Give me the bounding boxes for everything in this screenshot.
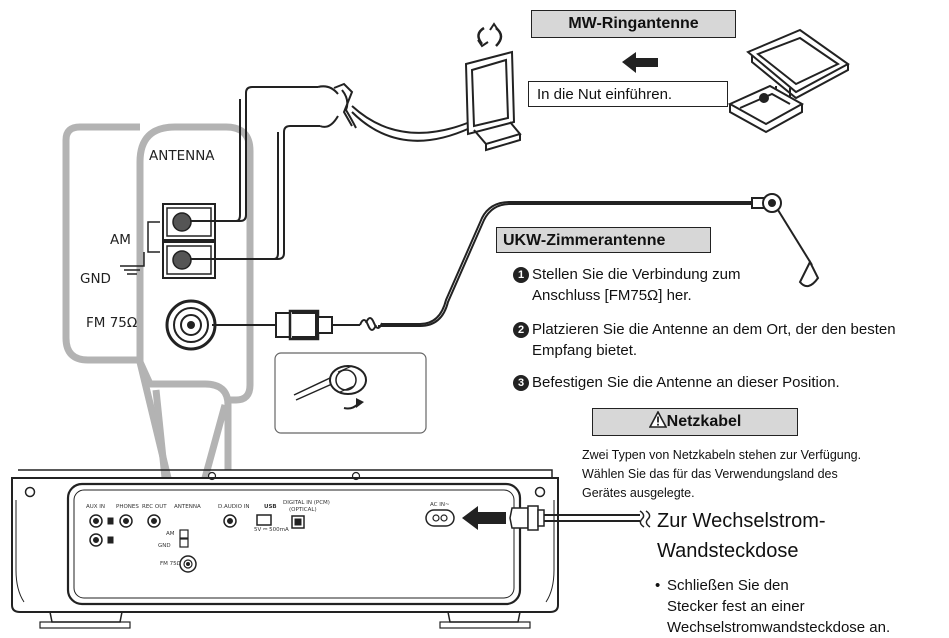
rotate-arrows-icon xyxy=(477,22,503,48)
rear-ac-in-label: AC IN~ xyxy=(430,502,450,508)
zoom-callout xyxy=(62,123,254,479)
rear-fm-label: FM 75Ω xyxy=(160,561,181,567)
panel-fm-label: FM 75Ω xyxy=(86,315,138,331)
rear-d-audio-in-label: D.AUDIO IN xyxy=(218,504,250,510)
ukw-antenna-title: UKW-Zimmerantenne xyxy=(496,227,711,253)
power-desc-line: Gerätes ausgelegte. xyxy=(582,486,695,500)
panel-am-label: AM xyxy=(110,232,131,248)
am-loop-antenna-large xyxy=(727,28,850,134)
power-description: Zwei Typen von Netzkabeln stehen zur Ver… xyxy=(582,446,861,503)
rear-gnd-label: GND xyxy=(158,543,171,549)
power-desc-line: Zwei Typen von Netzkabeln stehen zur Ver… xyxy=(582,448,862,462)
panel-antenna-label: ANTENNA xyxy=(149,148,215,164)
power-desc-line: Wählen Sie das für das Verwendungsland d… xyxy=(582,467,838,481)
step-text: Empfang bietet. xyxy=(532,342,638,359)
step-text: Befestigen Sie die Antenne an dieser Pos… xyxy=(532,374,840,391)
twist-inset xyxy=(274,352,427,434)
am-wires xyxy=(190,82,471,260)
power-cable xyxy=(462,505,651,531)
outlet-label: Zur Wechselstrom- Wandsteckdose xyxy=(657,506,826,566)
rear-usb-rating: 5V ⎓ 500mA xyxy=(254,527,289,533)
rear-antenna-label: ANTENNA xyxy=(174,504,201,510)
note-line: Schließen Sie den xyxy=(667,577,789,594)
rear-rec-out-label: REC OUT xyxy=(142,504,167,510)
callout-stems xyxy=(152,389,229,479)
rear-jacks xyxy=(89,509,455,573)
panel-gnd-label: GND xyxy=(80,271,111,287)
note-line: Wechselstromwandsteckdose an. xyxy=(667,619,891,636)
fm-jack xyxy=(165,299,217,351)
warning-triangle-icon xyxy=(648,410,667,428)
unit-rear xyxy=(11,469,559,629)
note-line: Stecker fest an einer xyxy=(667,598,805,615)
step-text: Stellen Sie die Verbindung zum xyxy=(532,266,741,283)
step-text: Platzieren Sie die Antenne an dem Ort, d… xyxy=(532,321,896,338)
twist-arrow-icon xyxy=(343,398,364,410)
outlet-line: Zur Wechselstrom- xyxy=(657,510,826,532)
rear-aux-in-label: AUX IN xyxy=(86,504,106,510)
rear-optical-label: (OPTICAL) xyxy=(289,507,317,513)
rear-am-label: AM xyxy=(166,531,175,537)
am-terminal-block xyxy=(120,203,216,279)
rear-usb-label: USB xyxy=(264,504,277,510)
mw-instruction: In die Nut einführen. xyxy=(528,81,728,107)
rear-digital-in-label: DIGITAL IN (PCM) xyxy=(283,500,330,506)
insert-arrow-icon xyxy=(462,506,506,530)
step-text: Anschluss [FM75Ω] her. xyxy=(532,287,692,304)
outlet-line: Wandsteckdose xyxy=(657,540,799,562)
left-arrow-icon xyxy=(622,52,658,73)
outlet-note: •Schließen Sie den Stecker fest an einer… xyxy=(655,577,891,636)
rear-phones-label: PHONES xyxy=(116,504,139,510)
step-number: 2 xyxy=(513,322,529,338)
power-cable-title: Netzkabel xyxy=(592,408,798,436)
step-number: 3 xyxy=(513,375,529,391)
step-number: 1 xyxy=(513,267,529,283)
fm-cable xyxy=(212,193,820,341)
mw-antenna-title: MW-Ringantenne xyxy=(531,10,736,38)
am-loop-antenna-small xyxy=(464,50,522,152)
